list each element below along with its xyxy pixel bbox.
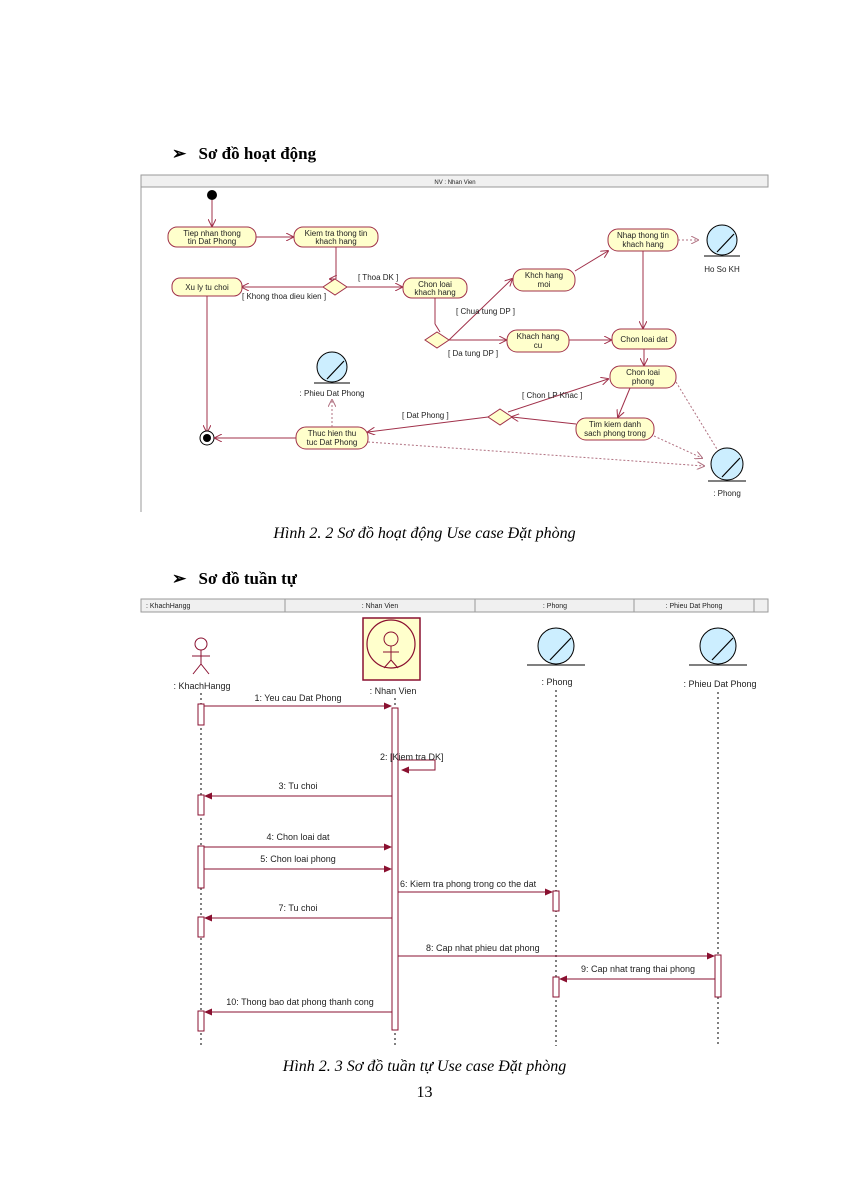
svg-text:9: Cap nhat trang thai phong: 9: Cap nhat trang thai phong <box>581 964 695 974</box>
message-1: 1: Yeu cau Dat Phong <box>204 693 392 710</box>
svg-text:: Phieu Dat Phong: : Phieu Dat Phong <box>300 389 365 398</box>
activation-bar <box>197 916 205 938</box>
svg-text:Chon loai dat: Chon loai dat <box>620 335 668 344</box>
svg-text:sach phong trong: sach phong trong <box>584 429 646 438</box>
svg-text:tuc Dat Phong: tuc Dat Phong <box>307 438 358 447</box>
message-7: 7: Tu choi <box>204 903 392 922</box>
svg-text:khach hang: khach hang <box>414 288 455 297</box>
section-heading-activity: ➢ Sơ đồ hoạt động <box>172 144 316 164</box>
message-5: 5: Chon loai phong <box>204 854 392 873</box>
svg-text:khach hang: khach hang <box>315 237 356 246</box>
svg-text:Thuc hien thu: Thuc hien thu <box>308 429 356 438</box>
svg-text:Tim kiem danh: Tim kiem danh <box>589 420 641 429</box>
svg-text:tin Dat Phong: tin Dat Phong <box>188 237 236 246</box>
page-number: 13 <box>416 1084 433 1101</box>
svg-text:Xu ly tu choi: Xu ly tu choi <box>185 283 229 292</box>
svg-text:cu: cu <box>534 341 542 350</box>
message-3: 3: Tu choi <box>204 781 392 800</box>
activation-bar <box>197 794 205 816</box>
action-thuc-hien: Thuc hien thu tuc Dat Phong <box>295 426 369 450</box>
activation-bar <box>552 976 560 998</box>
action-kiem-tra: Kiem tra thong tin khach hang <box>293 226 379 248</box>
section-title: Sơ đồ tuần tự <box>198 569 298 588</box>
action-kh-cu: Khach hang cu <box>506 329 570 353</box>
svg-text:3: Tu choi: 3: Tu choi <box>278 781 317 791</box>
svg-text:: Phong: : Phong <box>713 489 741 498</box>
object-phong: : Phong <box>708 447 746 498</box>
action-nhap-tt: Nhap thong tin khach hang <box>607 228 679 252</box>
svg-text:2: [Kiem tra DK]: 2: [Kiem tra DK] <box>380 752 444 762</box>
svg-text:: Phieu Dat Phong: : Phieu Dat Phong <box>683 679 756 689</box>
bullet-arrow: ➢ <box>172 144 187 163</box>
action-tim-kiem: Tim kiem danh sach phong trong <box>575 417 655 441</box>
decision-3 <box>487 408 513 426</box>
svg-text:10: Thong bao dat phong thanh: 10: Thong bao dat phong thanh cong <box>226 997 373 1007</box>
bullet-arrow: ➢ <box>172 569 187 588</box>
action-chon-loai-dat: Chon loai dat <box>611 328 677 350</box>
svg-text:Ho So KH: Ho So KH <box>704 265 740 274</box>
svg-text:Chon loai: Chon loai <box>418 280 452 289</box>
guard-dat-phong: [ Dat Phong ] <box>402 411 449 420</box>
svg-text:moi: moi <box>538 280 551 289</box>
activity-diagram: NV : Nhan Vien Tiep nhan thong tin Dat P… <box>140 174 769 512</box>
object-ho-so: Ho So KH <box>704 224 740 274</box>
guard-da-tung: [ Da tung DP ] <box>448 349 498 358</box>
activation-bar <box>197 1010 205 1032</box>
svg-text:: Nhan Vien: : Nhan Vien <box>370 686 417 696</box>
activation-bar <box>552 890 560 912</box>
header-phong: : Phong <box>543 603 567 610</box>
activation-bar <box>391 707 399 1031</box>
svg-text:6: Kiem tra phong trong co the: 6: Kiem tra phong trong co the dat <box>400 879 537 889</box>
decision-2 <box>424 331 450 349</box>
message-2: 2: [Kiem tra DK] <box>380 752 444 774</box>
message-6: 6: Kiem tra phong trong co the dat <box>398 879 553 896</box>
svg-text:Kiem tra thong tin: Kiem tra thong tin <box>305 229 368 238</box>
header-khach: : KhachHangg <box>146 603 190 610</box>
swimlane-label: NV : Nhan Vien <box>434 180 475 186</box>
svg-text:Nhap thong tin: Nhap thong tin <box>617 231 669 240</box>
section-title: Sơ đồ hoạt động <box>198 144 317 163</box>
guard-thoa: [ Thoa DK ] <box>358 273 398 282</box>
svg-text:khach hang: khach hang <box>622 240 663 249</box>
svg-text:5: Chon loai phong: 5: Chon loai phong <box>260 854 336 864</box>
action-chon-loai-phong: Chon loai phong <box>609 365 677 389</box>
message-10: 10: Thong bao dat phong thanh cong <box>204 997 392 1016</box>
message-8: 8: Cap nhat phieu dat phong <box>398 943 715 960</box>
final-node <box>199 430 215 446</box>
section-heading-sequence: ➢ Sơ đồ tuần tự <box>172 569 297 589</box>
svg-text:8: Cap nhat phieu dat phong: 8: Cap nhat phieu dat phong <box>426 943 540 953</box>
initial-node <box>207 190 217 200</box>
activation-bar <box>714 954 722 998</box>
guard-chon-lp: [ Chon LP Khac ] <box>522 391 582 400</box>
svg-text:Tiep nhan thong: Tiep nhan thong <box>183 229 241 238</box>
header-nhan-vien: : Nhan Vien <box>362 603 399 610</box>
decision-1 <box>322 278 348 296</box>
lifeline-nhan-vien: : Nhan Vien <box>362 617 421 1046</box>
svg-text:Khch hang: Khch hang <box>525 271 563 280</box>
action-chon-loai-kh: Chon loai khach hang <box>402 277 468 299</box>
message-9: 9: Cap nhat trang thai phong <box>559 964 715 983</box>
figure-caption-2: Hình 2. 3 Sơ đồ tuần tự Use case Đặt phò… <box>282 1058 567 1075</box>
svg-text:Chon loai: Chon loai <box>626 368 660 377</box>
svg-text:1: Yeu cau Dat Phong: 1: Yeu cau Dat Phong <box>254 693 341 703</box>
message-4: 4: Chon loai dat <box>204 832 392 851</box>
header-phieu: : Phieu Dat Phong <box>666 603 723 610</box>
svg-text:phong: phong <box>632 377 654 386</box>
activation-bar <box>197 845 205 889</box>
action-xu-ly: Xu ly tu choi <box>171 277 243 297</box>
svg-text:7: Tu choi: 7: Tu choi <box>278 903 317 913</box>
sequence-diagram: : KhachHangg : Nhan Vien : Phong : Phieu… <box>140 598 769 1046</box>
figure-caption-1: Hình 2. 2 Sơ đồ hoạt động Use case Đặt p… <box>273 525 576 542</box>
svg-text:: Phong: : Phong <box>541 677 572 687</box>
guard-khong-thoa: [ Khong thoa dieu kien ] <box>242 292 326 301</box>
guard-chua-tung: [ Chua tung DP ] <box>456 307 515 316</box>
lifeline-khach: : KhachHangg <box>173 637 231 1046</box>
action-kh-moi: Khch hang moi <box>512 268 576 292</box>
activation-bar <box>197 703 205 726</box>
svg-text:Khach hang: Khach hang <box>517 332 560 341</box>
svg-text:: KhachHangg: : KhachHangg <box>173 681 230 691</box>
action-tiep-nhan: Tiep nhan thong tin Dat Phong <box>167 226 257 248</box>
object-phieu: : Phieu Dat Phong <box>300 351 365 398</box>
svg-text:4: Chon loai dat: 4: Chon loai dat <box>266 832 330 842</box>
